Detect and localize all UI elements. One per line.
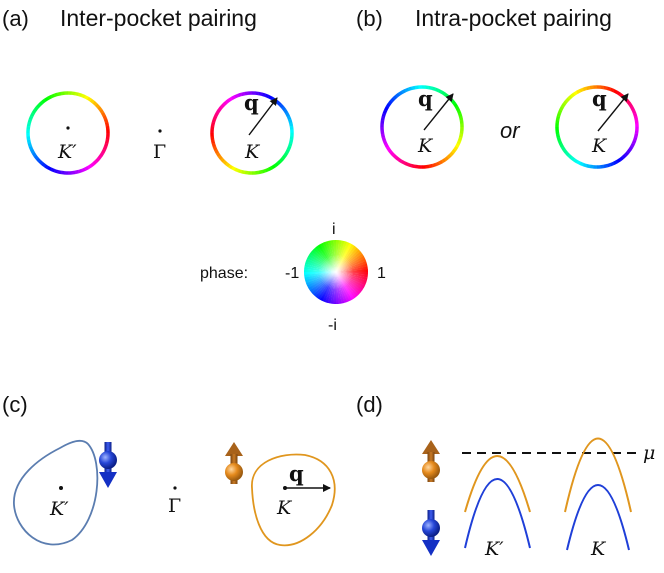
intra-pocket-ring-1 — [380, 85, 464, 169]
band-down-kprime — [464, 478, 531, 549]
phase-label: phase: — [200, 265, 248, 282]
panel-c-letter: (c) — [2, 392, 28, 417]
spin-up-icon-d — [422, 440, 440, 482]
q-label-b1: q — [418, 86, 433, 111]
phase-minus-one: -1 — [285, 265, 299, 282]
band-up-kprime — [464, 455, 531, 513]
pocket-kprime-contour — [13, 439, 99, 546]
spin-down-icon — [99, 442, 117, 488]
panel-a-title: Inter-pocket pairing — [60, 5, 257, 31]
panel-b-title: Intra-pocket pairing — [415, 5, 612, 31]
gamma-dot-a — [158, 129, 162, 133]
band-down-k — [566, 484, 630, 551]
gamma-dot-c — [173, 486, 177, 490]
panel-d-letter: (d) — [356, 392, 383, 417]
q-arrow-b1 — [423, 93, 454, 131]
spin-up-icon — [225, 442, 243, 484]
kprime-label-a: K′ — [57, 141, 77, 163]
k-label-b2: K — [591, 135, 608, 157]
panel-b: (b) Intra-pocket pairing q K or q K — [356, 5, 639, 169]
kprime-center-dot — [66, 126, 70, 130]
q-label-b2: q — [592, 86, 607, 111]
kprime-dot-c — [59, 486, 63, 490]
panel-c: (c) K′ Γ q K — [2, 392, 336, 547]
k-label-d: K — [590, 538, 607, 560]
band-up-k — [564, 437, 632, 513]
q-arrow-b2 — [597, 93, 629, 132]
spin-down-icon-d — [422, 510, 440, 556]
intra-pocket-ring-2 — [555, 85, 639, 169]
phase-color-wheel — [304, 239, 368, 304]
k-label-b1: K — [417, 135, 434, 157]
panel-d: (d) μ K′ K — [356, 392, 655, 560]
pocket-kprime-ring — [26, 91, 110, 175]
phase-legend: phase: -1 1 i -i — [200, 221, 386, 334]
k-label-a: K — [244, 141, 261, 163]
q-label-a: q — [244, 90, 259, 115]
gamma-label-a: Γ — [153, 141, 166, 163]
phase-one: 1 — [377, 265, 386, 282]
or-label: or — [500, 118, 521, 143]
kprime-label-d: K′ — [484, 538, 504, 560]
q-arrow-a — [248, 97, 278, 136]
panel-b-letter: (b) — [356, 6, 383, 31]
mu-label: μ — [643, 442, 655, 464]
gamma-label-c: Γ — [168, 495, 181, 517]
k-label-c: K — [276, 497, 293, 519]
panel-a: (a) Inter-pocket pairing K′ Γ q K — [2, 5, 294, 175]
pocket-k-contour — [251, 453, 336, 547]
kprime-label-c: K′ — [49, 498, 69, 520]
panel-a-letter: (a) — [2, 6, 29, 31]
phase-i: i — [332, 221, 336, 238]
phase-minus-i: -i — [328, 317, 337, 334]
q-label-c: q — [289, 461, 304, 486]
